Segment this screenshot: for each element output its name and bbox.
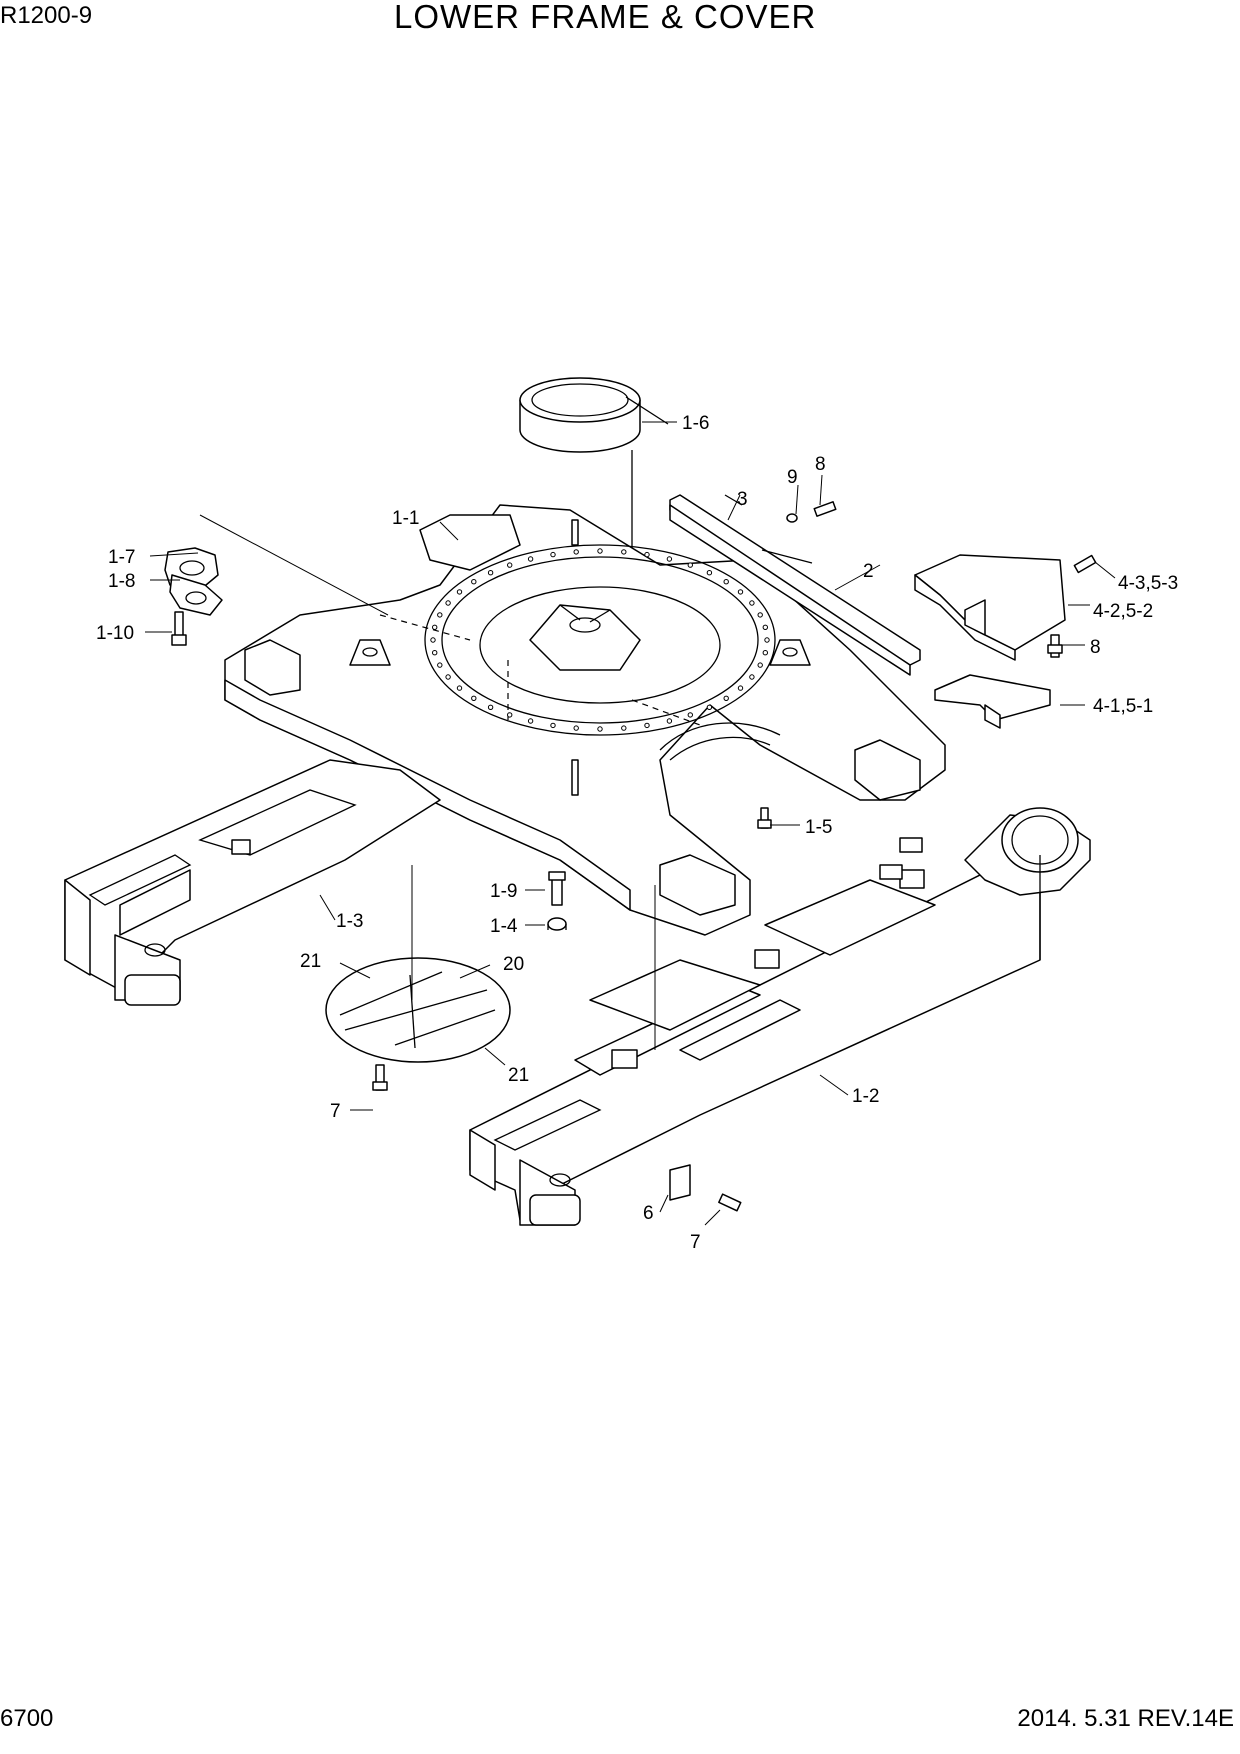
callout-1-10: 1-10 — [96, 623, 134, 644]
bolt-hole — [723, 579, 729, 585]
bolt-hole — [456, 685, 463, 691]
bolt-hole — [621, 549, 627, 555]
right-track-frame-part — [469, 807, 1091, 1226]
callout-1-6: 1-6 — [682, 413, 709, 434]
callout-9: 9 — [787, 467, 798, 488]
bolt-hole — [644, 722, 650, 729]
bolt-hole — [573, 725, 579, 731]
callout-1-7: 1-7 — [108, 547, 135, 568]
bolt-hole — [687, 562, 693, 568]
bolt-hole — [432, 650, 438, 656]
bolt-hole — [445, 674, 451, 680]
bolt-hole — [430, 637, 436, 643]
callout-2: 2 — [863, 561, 874, 582]
bolt-hole — [432, 624, 438, 630]
callout-1-8: 1-8 — [108, 571, 135, 592]
bolt-hole — [621, 725, 627, 731]
callout-labels: 1-6 3 9 8 1-1 2 1-7 1-8 4-3,5-3 4-2,5-2 … — [96, 413, 1178, 1253]
callout-1-9: 1-9 — [490, 881, 517, 902]
bolt-hole — [550, 551, 556, 558]
bolt-hole — [687, 712, 693, 718]
bolt-hole — [527, 718, 534, 724]
bearing-ring-part — [519, 377, 669, 700]
cover-plate-3-part — [669, 494, 921, 676]
callout-1-3: 1-3 — [336, 911, 363, 932]
page-title: LOWER FRAME & COVER — [394, 0, 817, 35]
bolt-hole-pattern — [430, 548, 770, 732]
callout-20: 20 — [503, 954, 524, 975]
bolt-hole — [706, 570, 713, 576]
bolt-hole — [507, 712, 513, 718]
cover-4-2-part — [914, 554, 1066, 661]
revision-date: 2014. 5.31 REV.14E — [1017, 1705, 1234, 1732]
callout-21-right: 21 — [508, 1065, 529, 1086]
bolt-hole — [737, 589, 744, 595]
left-track-frame-part — [64, 759, 441, 1006]
callout-4-3-5-3: 4-3,5-3 — [1118, 573, 1178, 594]
bolt-hole — [487, 704, 494, 710]
bolt-hole — [507, 562, 513, 568]
bolt-hole — [550, 722, 556, 729]
callout-7-right: 7 — [690, 1232, 701, 1253]
callout-4-2-5-2: 4-2,5-2 — [1093, 601, 1153, 622]
cover-4-1-part — [934, 674, 1051, 729]
bolt-hole — [737, 685, 744, 691]
bolt-hole — [723, 695, 729, 701]
bolt-hole — [437, 662, 443, 668]
model-number: R1200-9 — [0, 2, 93, 29]
bolt-hole — [471, 695, 477, 701]
bolt-hole — [749, 600, 755, 606]
bolt-hole — [644, 551, 650, 558]
center-frame-part — [224, 504, 946, 936]
callout-6: 6 — [643, 1203, 654, 1224]
bolt-hole — [666, 556, 673, 562]
bolt-hole — [456, 589, 463, 595]
bolt-hole — [445, 600, 451, 606]
callout-8-mid: 8 — [1090, 637, 1101, 658]
cover-plates-20-21-part — [325, 957, 511, 1063]
callout-4-1-5-1: 4-1,5-1 — [1093, 696, 1153, 717]
bolt-hole — [706, 704, 713, 710]
page-number: 6700 — [0, 1705, 54, 1732]
bolt-hole — [762, 624, 768, 630]
bolt-hole — [471, 579, 477, 585]
callout-1-1: 1-1 — [392, 508, 419, 529]
bolt-hole — [597, 726, 603, 732]
bolt-hole — [764, 637, 770, 643]
callout-21-left: 21 — [300, 951, 321, 972]
callout-1-2: 1-2 — [852, 1086, 879, 1107]
leader-lines — [145, 421, 1116, 1226]
bolt-hole — [757, 662, 763, 668]
callout-1-4: 1-4 — [490, 916, 518, 937]
bolt-hole — [573, 549, 579, 555]
bolt-hole — [762, 650, 768, 656]
callout-1-5: 1-5 — [805, 817, 832, 838]
callout-8-top: 8 — [815, 454, 826, 475]
bolt-hole — [666, 718, 673, 724]
callout-7-left: 7 — [330, 1101, 341, 1122]
callout-3: 3 — [737, 489, 748, 510]
bolt-hole — [527, 556, 534, 562]
bolt-hole — [487, 570, 494, 576]
bolt-hole — [597, 548, 603, 554]
bolt-hole — [757, 612, 763, 618]
bolt-hole — [437, 612, 443, 618]
bolt-hole — [749, 674, 755, 680]
